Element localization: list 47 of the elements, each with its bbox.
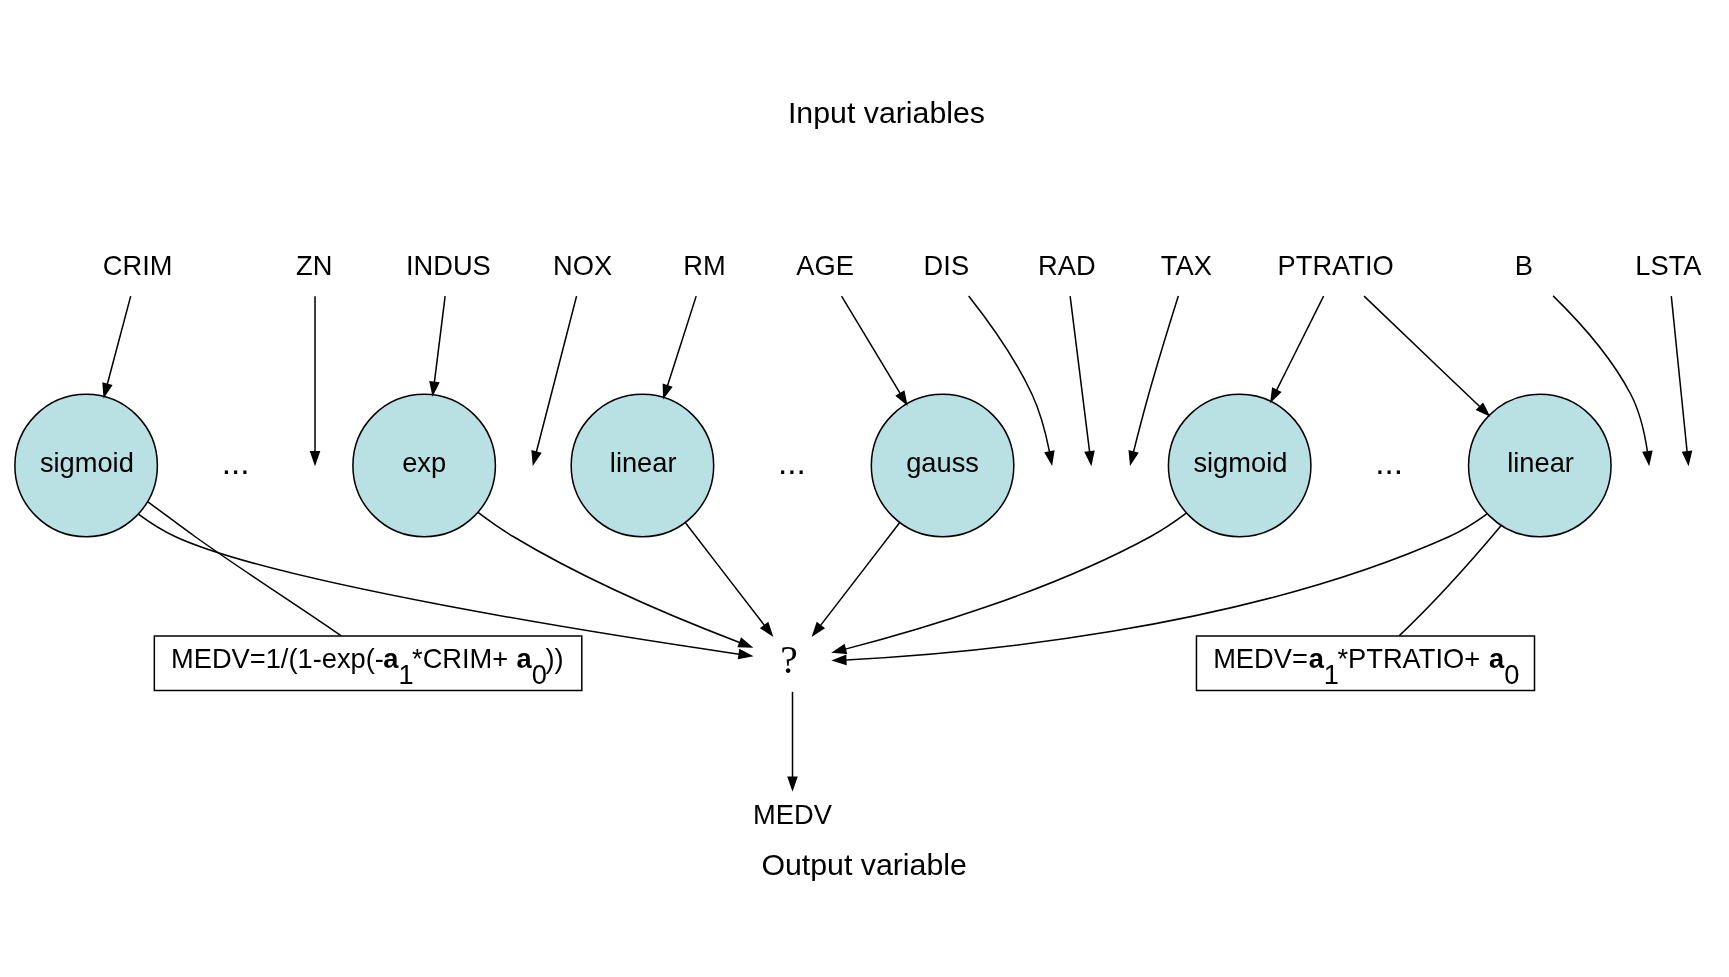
- arrow: [787, 690, 798, 792]
- arrow: [1552, 294, 1653, 466]
- arrow: [831, 511, 1188, 654]
- arrow: [1363, 294, 1491, 417]
- arrow: [137, 512, 754, 659]
- node-text: MEDV: [753, 798, 832, 830]
- arrow: [477, 511, 754, 648]
- node-circle: linear: [1467, 393, 1612, 537]
- node-text: LSTA: [1635, 249, 1702, 281]
- node-text: RAD: [1038, 249, 1096, 281]
- node-text: RM: [683, 249, 726, 281]
- node-text: ?: [780, 637, 798, 682]
- node-circle: sigmoid: [14, 393, 159, 537]
- diagram-title: Input variables: [787, 95, 986, 129]
- arrow: [662, 294, 697, 400]
- label: ...: [1375, 443, 1404, 481]
- node-text: TAX: [1160, 249, 1212, 281]
- arrow: [684, 521, 774, 637]
- label: ...: [778, 443, 806, 481]
- node-circle: sigmoid: [1167, 393, 1312, 537]
- arrow: [811, 521, 901, 637]
- node-text: CRIM: [102, 249, 173, 281]
- arrow: [531, 294, 578, 466]
- caption: Output variable: [761, 847, 967, 881]
- node-text: INDUS: [405, 249, 491, 281]
- arrow: [309, 294, 321, 466]
- node-text: NOX: [553, 249, 613, 281]
- arrow: [1270, 294, 1325, 403]
- arrow: [102, 294, 132, 398]
- node-circle: exp: [352, 393, 497, 537]
- node-text: ZN: [296, 249, 333, 281]
- connector: [1398, 524, 1502, 637]
- node-circle: gauss: [870, 393, 1015, 537]
- connector: [147, 500, 343, 637]
- node-text: DIS: [923, 249, 970, 281]
- arrow: [429, 294, 446, 397]
- node-circle: linear: [570, 393, 715, 537]
- arrow: [967, 294, 1055, 466]
- arrow: [831, 512, 1488, 665]
- arrow: [1128, 294, 1180, 466]
- arrow: [1670, 294, 1693, 466]
- node-text: B: [1514, 249, 1533, 281]
- arrow: [1069, 294, 1095, 466]
- arrow: [840, 294, 908, 406]
- label: ...: [221, 443, 250, 481]
- node-text: AGE: [796, 249, 854, 281]
- node-text: PTRATIO: [1277, 249, 1394, 281]
